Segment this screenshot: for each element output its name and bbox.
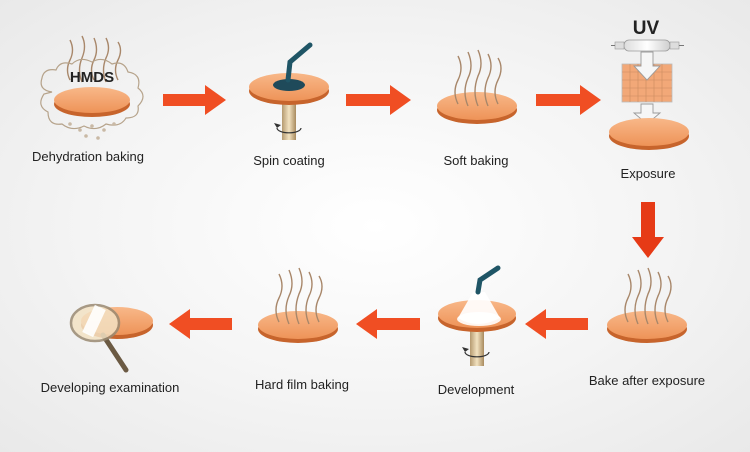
step-label-developing-examination: Developing examination <box>40 380 180 395</box>
flow-arrow-5 <box>525 309 588 339</box>
flow-arrow-7 <box>169 309 232 339</box>
flow-arrow-6 <box>356 309 420 339</box>
development-illustration <box>438 265 516 366</box>
flow-arrow-2 <box>346 85 411 115</box>
wafer <box>54 87 130 117</box>
rotation-arrow <box>276 127 302 134</box>
uv-lamp <box>611 39 684 52</box>
magnifier-handle <box>100 332 129 373</box>
hmds-text: HMDS <box>70 69 114 86</box>
light-arrow <box>632 51 662 81</box>
step-label-exposure: Exposure <box>620 166 676 181</box>
dispense-nozzle <box>285 42 313 83</box>
flow-arrow-3 <box>536 85 601 115</box>
magnifier-lens <box>69 303 121 343</box>
step-label-spin-coating: Spin coating <box>253 153 325 168</box>
step-label-dehydration-baking: Dehydration baking <box>31 149 145 164</box>
cloud-outline <box>40 58 144 130</box>
soft-baking-illustration <box>437 49 517 124</box>
spindle-shaft <box>470 322 484 366</box>
flow-arrow-1 <box>163 85 226 115</box>
spindle-shaft <box>282 98 296 140</box>
developing-examination-illustration <box>69 303 153 373</box>
step-label-soft-baking: Soft baking <box>443 153 509 168</box>
steam-lines <box>624 267 672 325</box>
hard-film-baking-illustration <box>258 267 338 343</box>
flow-arrow-4 <box>632 202 664 258</box>
step-label-bake-after-exposure: Bake after exposure <box>588 373 706 388</box>
uv-text: UV <box>633 18 660 39</box>
step-label-hard-film-baking: Hard film baking <box>255 377 349 392</box>
spin-coating-illustration <box>249 42 329 140</box>
steam-lines <box>454 49 502 107</box>
steam-lines <box>66 35 122 83</box>
bake-after-exposure-illustration <box>607 267 687 343</box>
rotation-arrow <box>464 351 490 358</box>
exposure-illustration: UV <box>609 18 689 150</box>
step-label-development: Development <box>437 382 515 397</box>
dispense-nozzle <box>475 265 501 295</box>
resist-puddle <box>273 79 305 91</box>
steam-lines <box>275 267 323 325</box>
water-drops <box>68 122 116 140</box>
dehydration-baking-illustration: HMDS <box>40 35 144 140</box>
